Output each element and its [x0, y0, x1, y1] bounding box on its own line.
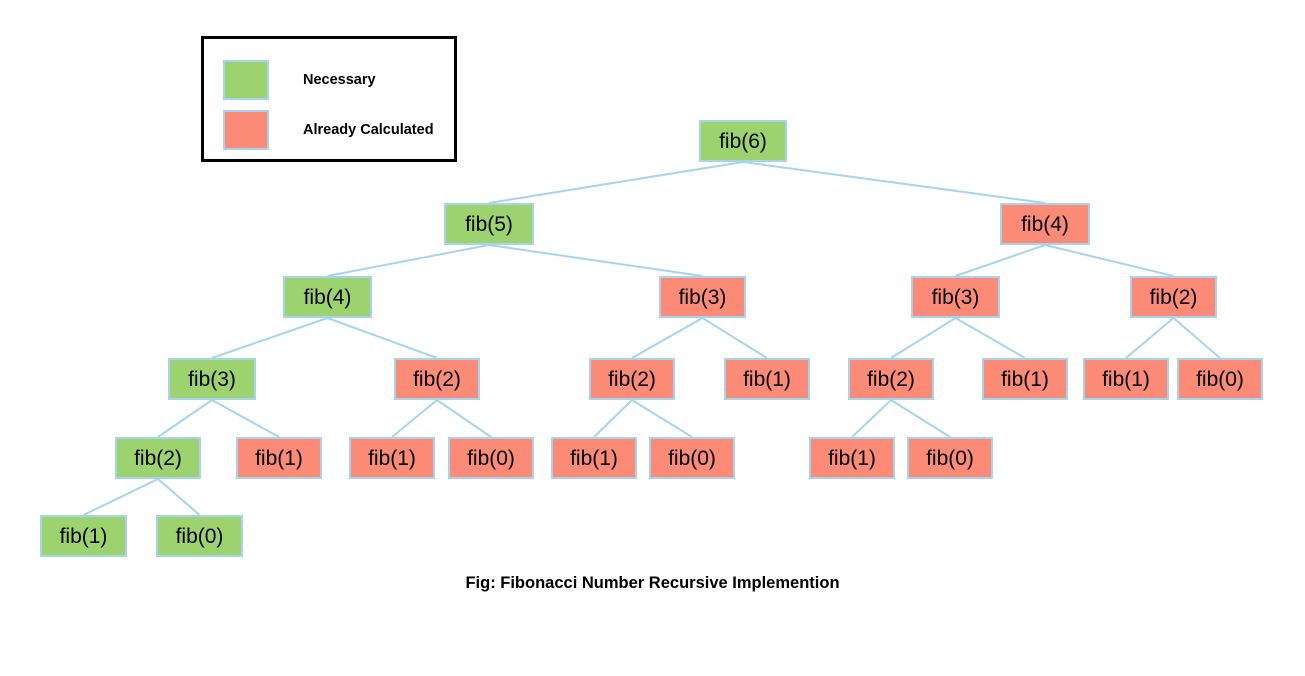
tree-node-label: fib(2) — [867, 367, 915, 391]
tree-edge — [488, 244, 703, 277]
legend-item-already-calculated: Already Calculated — [223, 110, 434, 150]
tree-node-label: fib(3) — [188, 367, 236, 391]
tree-node: fib(1) — [349, 437, 435, 479]
tree-edge — [631, 317, 703, 359]
tree-node: fib(6) — [699, 120, 787, 162]
tree-node: fib(1) — [724, 358, 810, 400]
tree-node-label: fib(2) — [608, 367, 656, 391]
tree-node-label: fib(2) — [1149, 285, 1198, 309]
tree-node: fib(5) — [444, 203, 534, 245]
tree-node: fib(1) — [982, 358, 1068, 400]
tree-edge — [488, 161, 744, 204]
tree-node-label: fib(1) — [743, 367, 791, 391]
legend-item-necessary: Necessary — [223, 60, 376, 100]
tree-edge — [631, 399, 693, 438]
tree-node: fib(4) — [1000, 203, 1090, 245]
tree-node: fib(0) — [907, 437, 993, 479]
tree-edge — [327, 244, 490, 277]
tree-node-label: fib(1) — [59, 524, 108, 548]
tree-node-label: fib(0) — [1196, 367, 1244, 391]
tree-edge — [83, 478, 159, 516]
tree-node-label: fib(0) — [668, 446, 716, 470]
tree-node-label: fib(1) — [1102, 367, 1150, 391]
tree-node-label: fib(6) — [719, 129, 767, 153]
legend-label-already-calculated: Already Calculated — [303, 122, 434, 138]
tree-node: fib(1) — [40, 515, 127, 557]
legend-swatch-necessary — [223, 60, 269, 100]
tree-edge — [890, 317, 957, 359]
tree-node: fib(1) — [551, 437, 637, 479]
tree-node-label: fib(3) — [678, 285, 727, 309]
tree-edge — [955, 317, 1026, 359]
tree-edge — [211, 399, 280, 438]
tree-edge — [955, 244, 1046, 277]
tree-node-label: fib(2) — [134, 446, 182, 470]
tree-edge — [211, 317, 328, 359]
tree-edge — [851, 399, 892, 438]
tree-node: fib(1) — [236, 437, 322, 479]
tree-node-label: fib(1) — [368, 446, 416, 470]
tree-node: fib(3) — [659, 276, 746, 318]
tree-node-label: fib(2) — [413, 367, 461, 391]
legend-swatch-already-calculated — [223, 110, 269, 150]
legend-panel: Necessary Already Calculated — [201, 36, 457, 162]
tree-node-label: fib(0) — [926, 446, 974, 470]
tree-node: fib(2) — [848, 358, 934, 400]
tree-node-label: fib(0) — [175, 524, 224, 548]
tree-node-label: fib(1) — [570, 446, 618, 470]
tree-node: fib(2) — [1130, 276, 1217, 318]
tree-node: fib(0) — [649, 437, 735, 479]
tree-edge — [593, 399, 633, 438]
tree-edge — [327, 317, 438, 359]
tree-node-label: fib(1) — [255, 446, 303, 470]
tree-edge — [890, 399, 951, 438]
tree-node-label: fib(5) — [465, 212, 513, 236]
tree-node-label: fib(1) — [1001, 367, 1049, 391]
tree-node: fib(3) — [911, 276, 1000, 318]
tree-node-label: fib(4) — [303, 285, 352, 309]
tree-edge — [1044, 244, 1174, 277]
tree-node: fib(4) — [283, 276, 372, 318]
tree-node: fib(2) — [589, 358, 675, 400]
tree-node: fib(0) — [1177, 358, 1263, 400]
tree-edge — [1172, 317, 1221, 359]
tree-edge — [436, 399, 492, 438]
tree-edge — [1125, 317, 1175, 359]
tree-edge — [742, 161, 1046, 204]
tree-node-label: fib(4) — [1021, 212, 1069, 236]
tree-node: fib(0) — [156, 515, 243, 557]
tree-node: fib(1) — [1083, 358, 1169, 400]
tree-node-label: fib(0) — [467, 446, 515, 470]
tree-edge — [157, 399, 213, 438]
figure-caption: Fig: Fibonacci Number Recursive Implemen… — [465, 574, 840, 592]
legend-label-necessary: Necessary — [303, 72, 376, 88]
tree-node-label: fib(1) — [828, 446, 876, 470]
tree-edge — [701, 317, 768, 359]
tree-node-label: fib(3) — [931, 285, 980, 309]
tree-node: fib(2) — [115, 437, 201, 479]
tree-node: fib(0) — [448, 437, 534, 479]
tree-edge — [391, 399, 438, 438]
tree-node: fib(2) — [394, 358, 480, 400]
tree-node: fib(1) — [809, 437, 895, 479]
tree-node: fib(3) — [168, 358, 256, 400]
tree-edge — [157, 478, 201, 516]
